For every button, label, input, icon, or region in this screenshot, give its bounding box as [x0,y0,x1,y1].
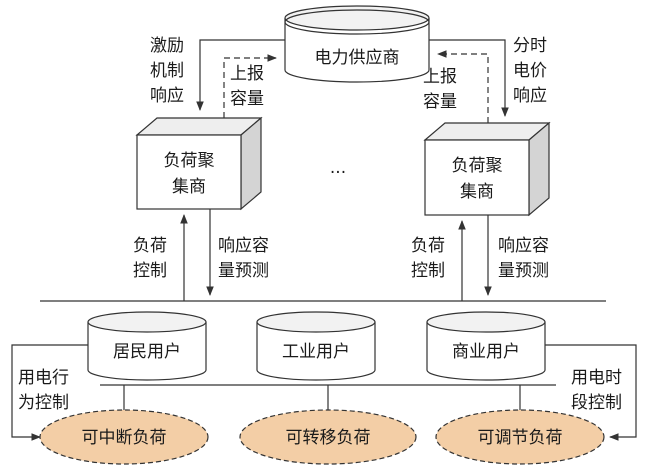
label-right-forecast-line2: 量预测 [498,261,549,281]
user-industrial-node: 工业用户 [256,311,376,381]
aggregator-left-top-face [135,117,263,136]
load-interruptible-node: 可中断负荷 [39,409,209,465]
aggregator-right-side-face [528,121,550,217]
aggregator-ellipsis: ··· [330,163,346,183]
label-left-load-control-line2: 控制 [133,261,167,281]
label-right-load-control-line1: 负荷 [411,236,445,256]
edge-supplier-to-left-aggregator [196,39,285,111]
supplier-cylinder-body [284,18,430,83]
user-commercial-label: 商业用户 [452,342,520,362]
label-incentive-line1: 激励 [150,36,184,56]
supplier-cylinder-rim [284,9,430,35]
aggregator-left-label-line2: 集商 [172,177,206,197]
user-residential-label: 居民用户 [113,342,181,362]
power-supplier-node: 电力供应商 [284,5,430,83]
edge-period-control [545,344,637,441]
load-adjustable-node: 可调节负荷 [435,409,605,465]
label-behavior-control-line2: 为控制 [18,393,69,413]
label-right-report-line1: 上报 [423,67,457,87]
edge-supplier-to-right-aggregator [429,39,509,117]
aggregator-right-top-face [423,122,551,141]
aggregator-right-node: 负荷聚 集商 [423,121,551,217]
aggregator-right-label-line2: 集商 [460,182,494,202]
edge-behavior-control [11,344,88,441]
load-shiftable-label: 可转移负荷 [286,428,371,448]
label-behavior-control-line1: 用电行 [18,368,69,388]
edge-left-aggregator-report [223,54,277,118]
label-period-control-line2: 段控制 [571,393,622,413]
aggregator-left-label-line1: 负荷聚 [164,151,215,171]
label-tou-price-line1: 分时 [513,36,547,56]
label-period-control-line1: 用电时 [571,368,622,388]
label-left-load-control-line1: 负荷 [133,236,167,256]
user-industrial-label: 工业用户 [282,342,350,362]
aggregator-right-label-line1: 负荷聚 [452,156,503,176]
label-incentive-line3: 响应 [150,86,184,106]
label-right-forecast-line1: 响应容 [498,236,549,256]
aggregator-left-front-face [136,134,242,210]
load-interruptible-label: 可中断负荷 [82,428,167,448]
load-adjustable-label: 可调节负荷 [478,428,563,448]
aggregator-right-front-face [424,139,530,216]
edge-right-aggregator-report [437,50,489,123]
label-tou-price-line2: 电价 [513,61,547,81]
label-tou-price-line3: 响应 [513,86,547,106]
label-left-forecast-line1: 响应容 [218,236,269,256]
label-right-report-line2: 容量 [423,92,457,112]
label-left-forecast-line2: 量预测 [218,261,269,281]
label-left-report-line2: 容量 [230,89,264,109]
supplier-label: 电力供应商 [315,48,400,68]
label-incentive-line2: 机制 [150,61,184,81]
label-left-report-line1: 上报 [230,64,264,84]
label-right-load-control-line2: 控制 [411,261,445,281]
user-residential-node: 居民用户 [87,311,207,381]
load-shiftable-node: 可转移负荷 [239,409,417,465]
user-commercial-node: 商业用户 [426,311,546,381]
aggregator-left-node: 负荷聚 集商 [135,116,263,211]
